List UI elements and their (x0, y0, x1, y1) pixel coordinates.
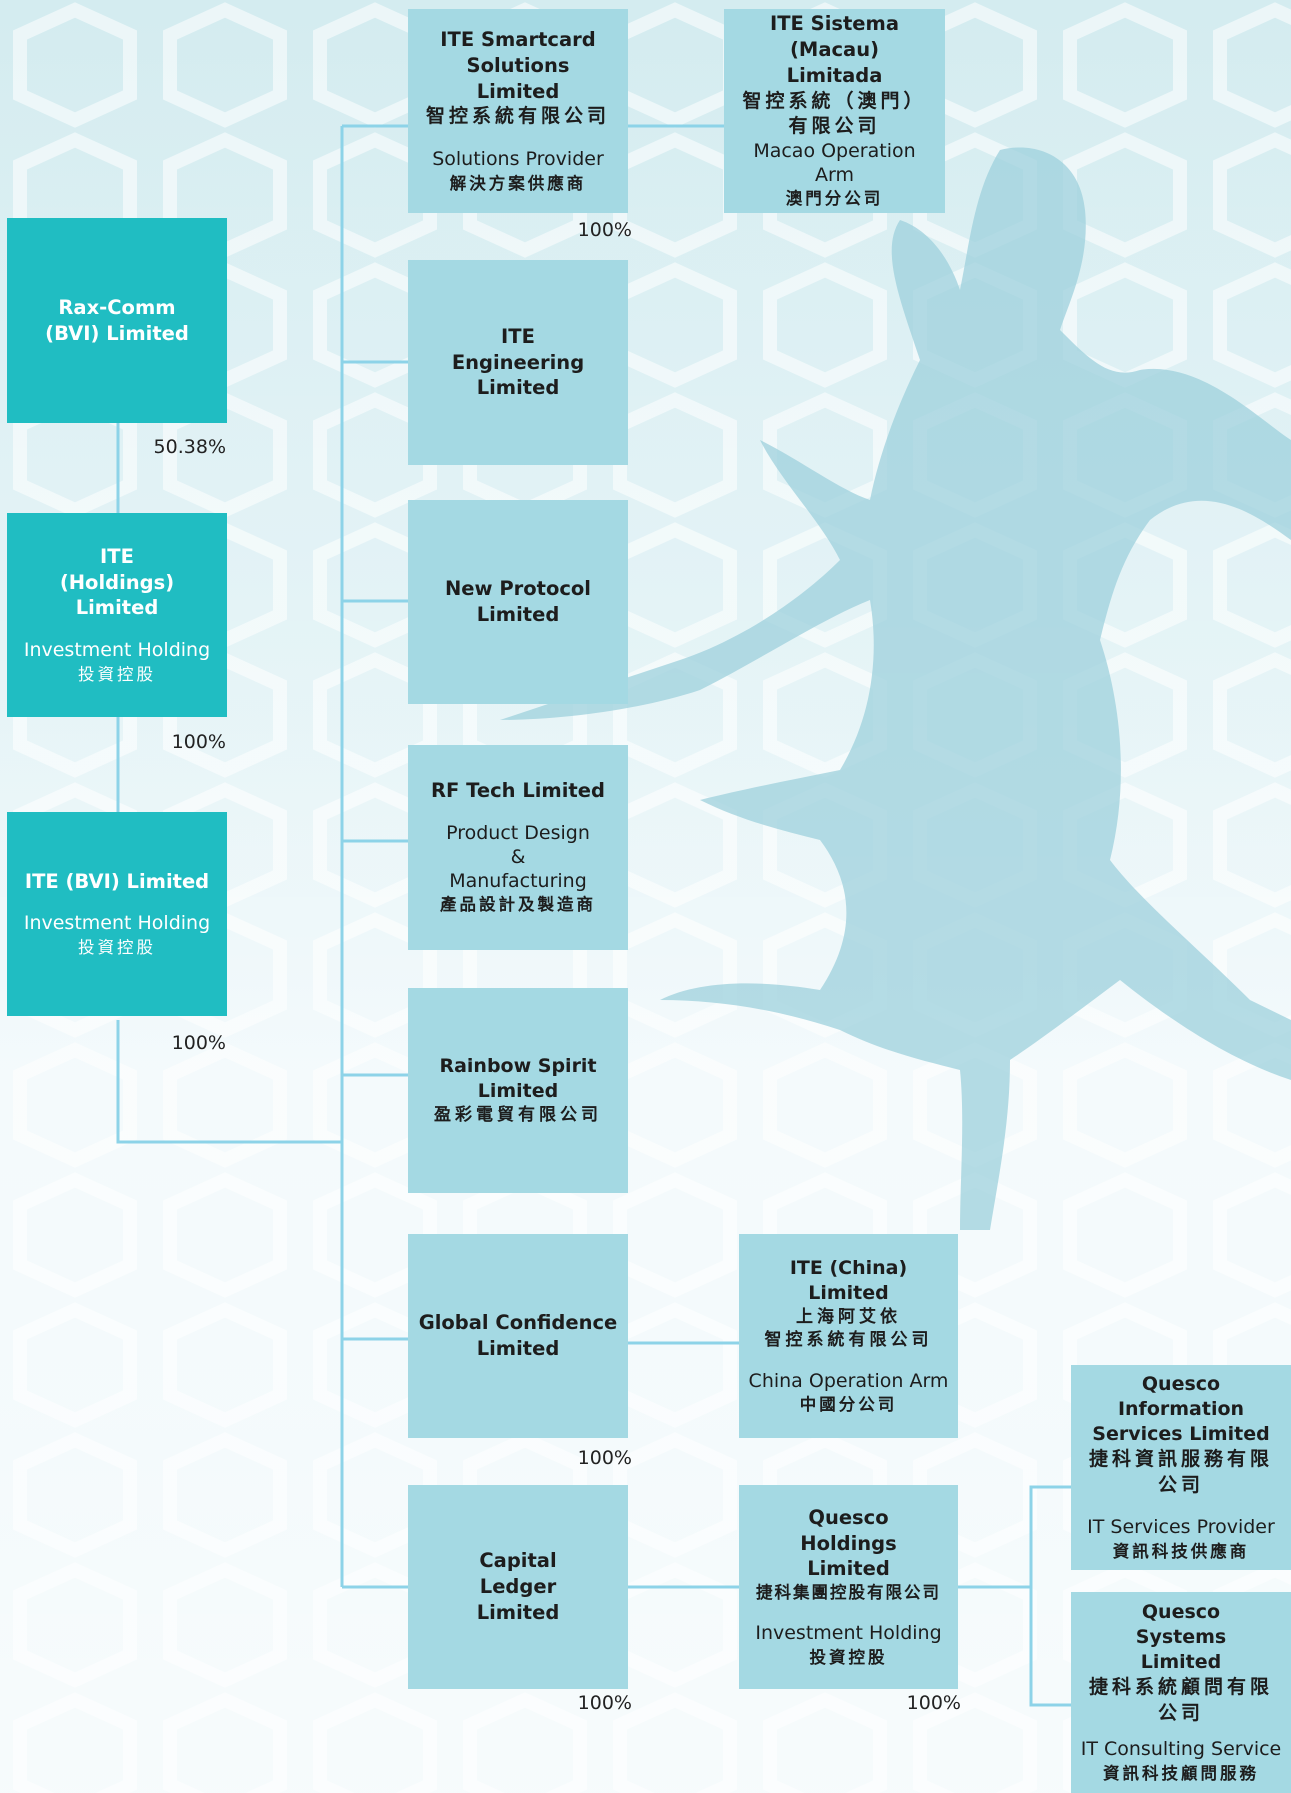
company-role: Investment Holding (755, 1622, 942, 1645)
box-rainbow-spirit: Rainbow Spirit Limited 盈彩電貿有限公司 (408, 988, 628, 1193)
company-name: ITE Engineering Limited (451, 324, 585, 400)
company-name-zh: 盈彩電貿有限公司 (434, 1105, 602, 1126)
company-name: Quesco Holdings Limited (800, 1505, 897, 1581)
company-role-zh: 投資控股 (78, 938, 156, 958)
company-role: Solutions Provider (432, 148, 604, 170)
ownership-label: 100% (171, 731, 226, 753)
box-rf-tech: RF Tech Limited Product Design & Manufac… (408, 745, 628, 950)
company-name-zh: 智控系統（澳門） (742, 89, 927, 112)
box-quesco-systems: Quesco Systems Limited 捷科系統顧問有限公司 IT Con… (1071, 1592, 1291, 1793)
company-name: Quesco Information Services Limited (1092, 1372, 1270, 1445)
box-ite-sistema: ITE Sistema (Macau) Limitada 智控系統（澳門） 有限… (724, 9, 945, 213)
company-role: Macao Operation Arm (753, 139, 916, 186)
box-ite-holdings: ITE (Holdings) Limited Investment Holdin… (7, 513, 227, 717)
box-capital-ledger: Capital Ledger Limited (408, 1485, 628, 1689)
ownership-label: 100% (171, 1032, 226, 1054)
company-name: ITE (China) Limited (789, 1256, 908, 1304)
company-role-zh: 中國分公司 (799, 1395, 898, 1415)
company-name: ITE (Holdings) Limited (59, 544, 175, 620)
company-role: China Operation Arm (748, 1369, 949, 1392)
company-name: ITE Smartcard Solutions Limited (440, 28, 596, 103)
company-name: Rainbow Spirit Limited (439, 1054, 597, 1103)
box-ite-bvi: ITE (BVI) Limited Investment Holding 投資控… (7, 812, 227, 1016)
company-name-zh: 上海阿艾依 (796, 1306, 901, 1327)
box-quesco-info: Quesco Information Services Limited 捷科資訊… (1071, 1365, 1291, 1570)
box-ite-china: ITE (China) Limited 上海阿艾依 智控系統有限公司 China… (739, 1234, 958, 1438)
company-name: Rax-Comm (BVI) Limited (45, 295, 189, 345)
company-name-zh: 捷科集團控股有限公司 (756, 1583, 941, 1603)
company-role-zh: 投資控股 (809, 1648, 888, 1668)
box-quesco-holdings: Quesco Holdings Limited 捷科集團控股有限公司 Inves… (739, 1485, 958, 1689)
silhouette-figure (500, 147, 1291, 1230)
company-role: Investment Holding (23, 912, 211, 935)
company-role: IT Services Provider (1087, 1516, 1275, 1539)
company-name: RF Tech Limited (431, 779, 605, 803)
box-global-confidence: Global Confidence Limited (408, 1234, 628, 1438)
ownership-label: 50.38% (153, 436, 226, 458)
company-name-zh: 有限公司 (788, 115, 881, 138)
company-name: New Protocol Limited (444, 577, 591, 626)
company-role: Investment Holding (23, 639, 211, 662)
company-role-zh: 解決方案供應商 (449, 173, 587, 193)
company-role-zh: 資訊科技供應商 (1112, 1542, 1250, 1562)
company-name-zh: 捷科系統顧問有限公司 (1089, 1676, 1274, 1724)
box-new-protocol: New Protocol Limited (408, 500, 628, 704)
ownership-label: 100% (577, 219, 632, 241)
box-ite-engineering: ITE Engineering Limited (408, 260, 628, 465)
company-name: Quesco Systems Limited (1135, 1600, 1227, 1673)
company-role: Product Design & Manufacturing (446, 822, 590, 892)
ownership-label: 100% (906, 1692, 961, 1714)
company-role-zh: 澳門分公司 (785, 189, 884, 209)
company-role-zh: 投資控股 (78, 664, 156, 684)
box-ite-smartcard: ITE Smartcard Solutions Limited 智控系統有限公司… (408, 9, 628, 213)
ownership-label: 100% (577, 1692, 632, 1714)
company-name: Global Confidence Limited (418, 1311, 618, 1360)
company-name: ITE (BVI) Limited (24, 869, 210, 893)
company-name-zh: 智控系統有限公司 (764, 1329, 933, 1350)
ownership-label: 100% (577, 1447, 632, 1469)
company-name: ITE Sistema (Macau) Limitada (769, 12, 900, 87)
company-name-zh: 捷科資訊服務有限公司 (1089, 1448, 1274, 1496)
company-name-zh: 智控系統有限公司 (425, 105, 610, 128)
box-rax-comm: Rax-Comm (BVI) Limited (7, 218, 227, 423)
company-role-zh: 產品設計及製造商 (440, 895, 596, 915)
company-name: Capital Ledger Limited (476, 1549, 560, 1624)
company-role: IT Consulting Service (1080, 1738, 1282, 1761)
company-role-zh: 資訊科技顧問服務 (1103, 1764, 1259, 1784)
